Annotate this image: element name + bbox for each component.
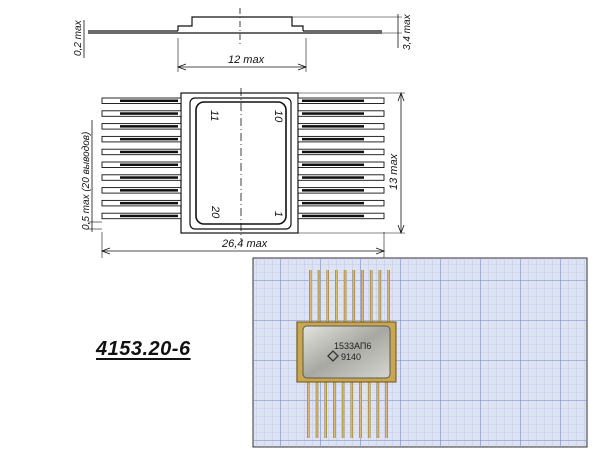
photo-lead-top [352,270,356,324]
body-width-arrow-left [176,63,187,71]
photo-lead-bottom [367,380,371,438]
top-view-lid-outer [189,97,292,230]
photo-lead-bottom [359,380,362,438]
drawing-lead-right-fill [302,137,364,141]
photo-lead-top [335,270,338,324]
photo-lead-top [309,270,312,324]
pin-1-label: 1 [272,211,284,217]
drawing-lead-left-fill [120,137,178,141]
body-length-arrow-bottom [397,224,405,235]
overall-length-arrow-left [100,247,111,255]
drawing-lead-right-fill [302,176,364,179]
body-length-arrow-top [397,91,405,102]
drawing-lead-right-fill [302,189,364,192]
overall-length-arrow-right [375,247,386,255]
manufacturer-logo [327,350,339,362]
drawing-lead-left-fill [120,214,178,218]
chip-marking-line1: 1533АП6 [334,341,371,351]
photo-lead-bottom [333,380,336,438]
photo-lead-top [361,270,364,324]
body-length-label: 13 max [388,153,400,190]
drawing-lead-right-fill [302,163,364,166]
drawing-lead-left-fill [120,201,178,205]
drawing-lead-left-fill [120,163,178,166]
drawing-lead-right-fill [302,150,364,154]
photo-lead-top [326,270,329,324]
photo-lead-top [387,270,390,324]
photo-lead-top [317,270,321,324]
photo-lead-bottom [324,380,327,438]
side-view-body [177,16,304,31]
drawing-lead-right-fill [302,125,364,128]
photo-lead-top [343,270,347,324]
drawing-lead-right-fill [302,112,364,115]
photo-lead-bottom [307,380,310,438]
drawing-lead-right-fill [302,201,364,205]
photo-lead-bottom [385,380,388,438]
chip-marking-line2: 9140 [341,352,361,362]
body-width-label: 12 max [228,54,265,66]
photo-lead-bottom [376,380,380,438]
drawing-lead-left-fill [120,99,178,102]
pin-20-label: 20 [209,205,221,219]
pin-11-label: 11 [208,110,220,121]
photo-lead-bottom [315,380,319,438]
photo-chip-body: 1533АП6 9140 [296,321,397,383]
drawing-lead-right-fill [302,214,364,218]
overall-length-label: 26,4 max [221,238,268,250]
body-height-label: 3,4 max [402,13,413,50]
lead-pitch-label: 0,5 max (20 выводов) [81,132,92,230]
package-drawing: 0,2 max 3,4 max 12 max 0,5 max (20 вывод… [73,8,413,258]
drawing-lead-left-fill [120,176,178,179]
photo-lead-top [378,270,382,324]
pin-10-label: 10 [272,110,284,123]
lead-group [101,97,385,220]
photo-lead-bottom [350,380,354,438]
drawing-lead-left-fill [120,150,178,154]
photo-lead-top [369,270,373,324]
drawing-lead-right-fill [302,99,364,102]
package-code-label: 4153.20-6 [96,338,191,360]
drawing-lead-left-fill [120,189,178,192]
photo-lead-bottom [341,380,345,438]
body-width-arrow-right [297,63,308,71]
drawing-lead-left-fill [120,112,178,115]
photo-leads [307,270,390,438]
lead-thickness-label: 0,2 max [73,19,84,56]
drawing-lead-left-fill [120,125,178,128]
